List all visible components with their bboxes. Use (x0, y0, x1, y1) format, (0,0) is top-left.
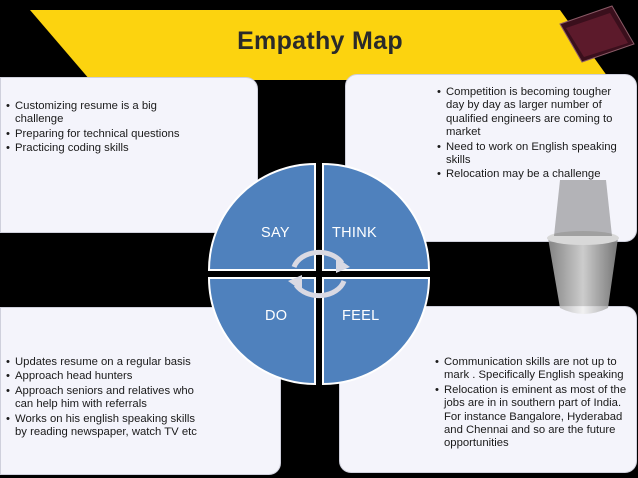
say-label: SAY (261, 225, 290, 241)
cup-icon (547, 180, 619, 314)
feel-bullet-list: Communication skills are not up to mark … (435, 356, 630, 452)
list-item: Need to work on English speaking skills (437, 141, 627, 168)
think-quadrant (322, 163, 430, 271)
say-bullet-list: Customizing resume is a big challenge Pr… (6, 100, 181, 157)
say-quadrant (208, 163, 316, 271)
list-item: Competition is becoming tougher day by d… (437, 86, 627, 140)
banner-shape (30, 10, 610, 80)
do-quadrant (208, 277, 316, 385)
title-banner (30, 5, 635, 80)
empathy-circle (208, 163, 430, 385)
feel-quadrant (322, 277, 430, 385)
list-item: Communication skills are not up to mark … (435, 356, 630, 383)
list-item: Relocation is eminent as most of the job… (435, 384, 630, 451)
list-item: Customizing resume is a big challenge (6, 100, 181, 127)
think-label: THINK (332, 225, 377, 241)
do-label: DO (265, 308, 288, 324)
page-title: Empathy Map (237, 27, 403, 55)
list-item: Preparing for technical questions (6, 128, 181, 142)
list-item: Works on his english speaking skills by … (6, 413, 206, 440)
tilted-card-icon (559, 5, 635, 63)
list-item: Updates resume on a regular basis (6, 356, 206, 370)
think-bullet-list: Competition is becoming tougher day by d… (437, 86, 627, 183)
list-item: Relocation may be a challenge (437, 168, 627, 182)
list-item: Practicing coding skills (6, 142, 181, 156)
do-bullet-list: Updates resume on a regular basis Approa… (6, 356, 206, 440)
list-item: Approach head hunters (6, 370, 206, 384)
list-item: Approach seniors and relatives who can h… (6, 385, 206, 412)
feel-label: FEEL (342, 308, 380, 324)
cycle-arrows-icon (288, 249, 350, 299)
